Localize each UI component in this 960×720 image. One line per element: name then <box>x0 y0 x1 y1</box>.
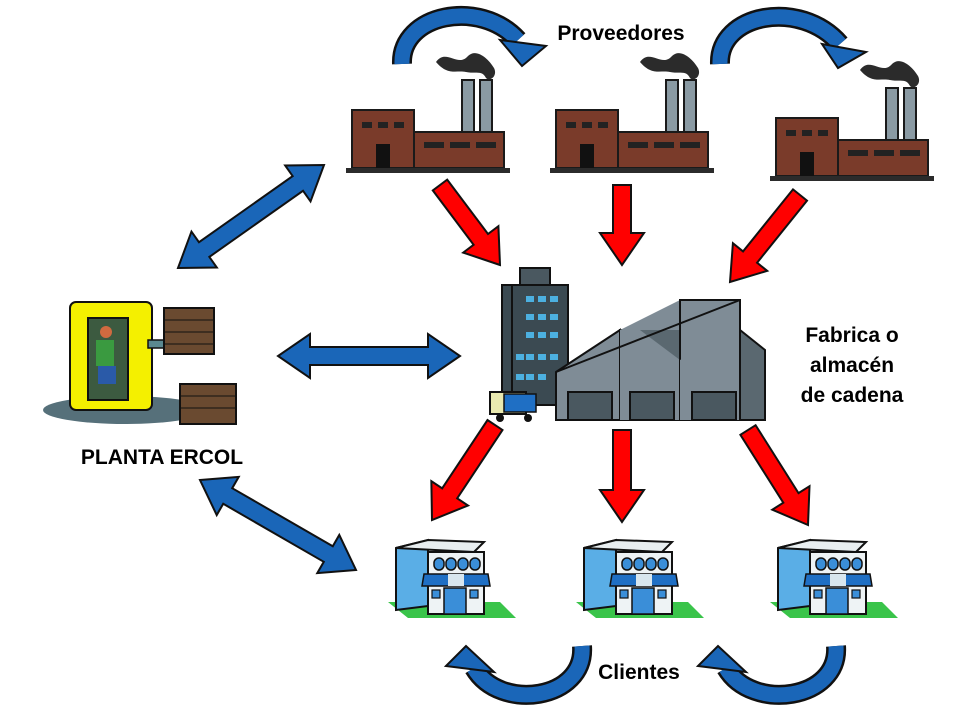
client-store <box>769 539 899 619</box>
client-store <box>575 539 705 619</box>
info-curve-arrow <box>392 6 549 68</box>
supplier-factory <box>345 53 511 174</box>
factory-label-line3: de cadena <box>800 384 904 407</box>
client-store <box>387 539 517 619</box>
factory-label-line2: almacén <box>809 354 895 377</box>
info-curve-arrow <box>710 6 869 70</box>
plant-forklift <box>43 301 237 425</box>
info-curve-arrow <box>443 644 593 705</box>
material-flow-arrow <box>430 418 504 522</box>
material-flow-arrow <box>728 187 809 284</box>
central-warehouse <box>489 267 766 422</box>
info-flow-arrow <box>198 475 358 575</box>
material-flow-arrow <box>598 184 646 267</box>
clients-label: Clientes <box>598 661 680 684</box>
material-flow-arrow <box>431 178 502 267</box>
material-flow-arrow <box>598 429 646 524</box>
material-flow-arrow <box>739 423 811 527</box>
plant-label: PLANTA ERCOL <box>80 446 244 469</box>
info-curve-arrow <box>695 644 847 705</box>
supplier-factory <box>549 53 715 174</box>
info-flow-arrow <box>176 163 326 270</box>
supplier-factory <box>769 61 935 182</box>
info-flow-arrow <box>276 332 462 380</box>
factory-label-line1: Fabrica o <box>805 324 899 347</box>
suppliers-label: Proveedores <box>557 22 685 45</box>
